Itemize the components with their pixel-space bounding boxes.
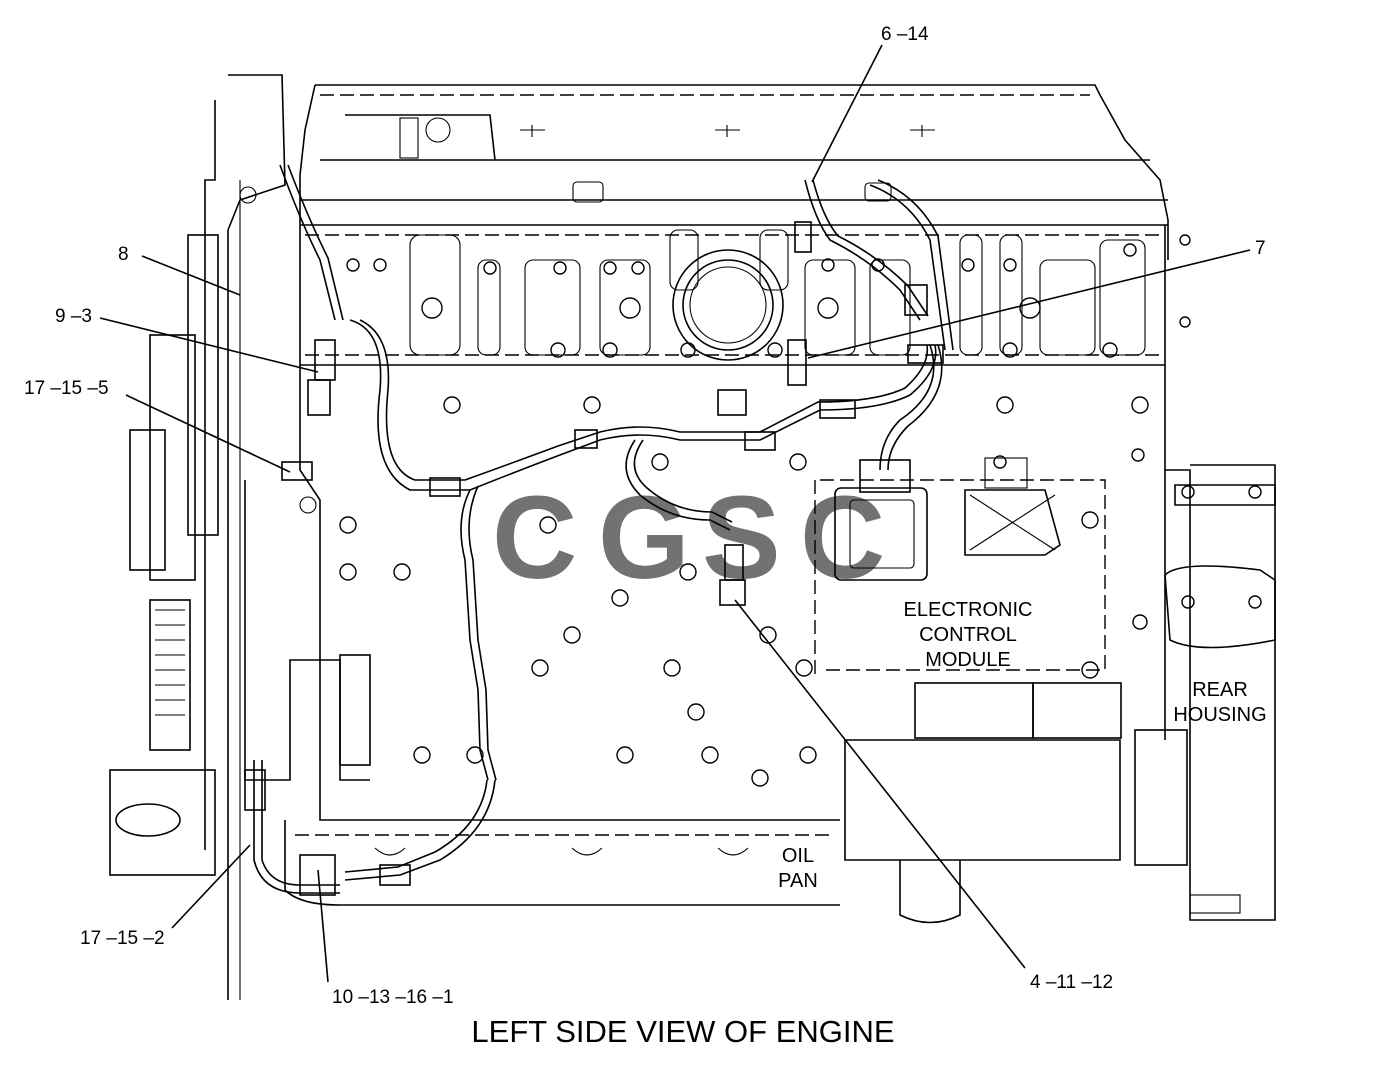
callout-labels: 6 –14 7 8 9 –3 17 –15 –5 17 –15 –2 10 –1… — [24, 24, 1266, 1008]
ecm-label-line-2: CONTROL — [919, 624, 1017, 646]
wiring-harness — [244, 164, 954, 896]
leader-line-c5 — [125, 394, 291, 473]
leader-line-c1 — [811, 44, 883, 183]
diagram-title: LEFT SIDE VIEW OF ENGINE — [471, 1014, 894, 1049]
block-bolts — [339, 396, 1262, 787]
watermark-letter-3: S — [702, 472, 781, 604]
leader-line-c4 — [99, 317, 319, 373]
ecm-body — [814, 457, 1106, 680]
callout-c5: 17 –15 –5 — [24, 378, 109, 399]
callout-c4: 9 –3 — [55, 306, 92, 327]
leader-line-c2 — [807, 249, 1251, 359]
rear-housing-label-line-2: HOUSING — [1173, 704, 1266, 726]
callout-c2: 7 — [1255, 238, 1266, 259]
front-components — [109, 74, 371, 1000]
watermark-letter-1: C — [492, 472, 577, 604]
ecm-label-line-1: ELECTRONIC — [904, 599, 1033, 621]
oil-pan-outline — [284, 820, 840, 906]
region-labels: ELECTRONIC CONTROL MODULE REAR HOUSING O… — [778, 599, 1266, 892]
oil-pan-label-line-2: PAN — [778, 870, 818, 892]
leader-line-c6 — [171, 844, 251, 929]
leader-line-c3 — [141, 255, 241, 296]
ecm-label-line-3: MODULE — [925, 649, 1011, 671]
callout-c6: 17 –15 –2 — [80, 928, 165, 949]
oil-pan-label-line-1: OIL — [782, 845, 814, 867]
callout-c3: 8 — [118, 244, 129, 265]
valve-cover-marks — [520, 125, 935, 203]
watermark-letter-4: C — [800, 472, 885, 604]
lower-housing — [844, 484, 1276, 924]
engine-block-outline — [109, 74, 1276, 1000]
callout-c7: 10 –13 –16 –1 — [332, 987, 454, 1008]
leader-line-c7 — [317, 869, 329, 983]
watermark: C G S C — [492, 472, 885, 604]
rear-housing-label-line-1: REAR — [1192, 679, 1248, 701]
watermark-letter-2: G — [598, 472, 690, 604]
callout-c8: 4 –11 –12 — [1030, 972, 1113, 993]
leader-line-c8 — [734, 599, 1026, 969]
callout-leaders — [99, 44, 1251, 983]
head-lugs — [409, 229, 1146, 356]
callout-c1: 6 –14 — [881, 24, 929, 45]
